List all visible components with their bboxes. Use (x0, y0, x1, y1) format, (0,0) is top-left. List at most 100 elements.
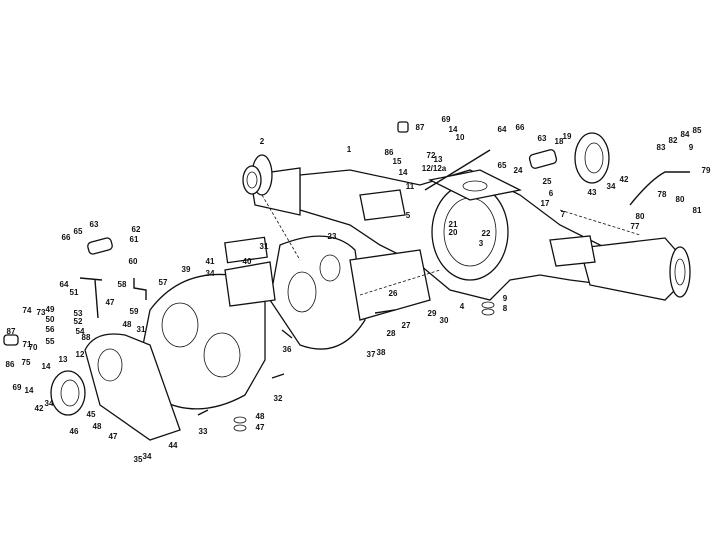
callout-27: 27 (401, 321, 411, 330)
callout-33: 33 (198, 427, 208, 436)
callout-54: 54 (75, 327, 85, 336)
callout-40: 40 (242, 257, 252, 266)
callout-72: 72 (426, 151, 436, 160)
callout-13: 13 (433, 155, 443, 164)
callout-48: 48 (122, 320, 132, 329)
callout-75: 75 (21, 358, 31, 367)
callout-12: 12 (75, 350, 85, 359)
assembly-lines (261, 194, 641, 296)
callout-31: 31 (259, 242, 269, 251)
callout-71: 71 (22, 340, 32, 349)
pipe (629, 171, 690, 206)
callout-86: 86 (5, 360, 15, 369)
callout-55: 55 (45, 337, 55, 346)
callout-19: 19 (562, 132, 572, 141)
callout-12-12a: 12/12a (421, 164, 447, 173)
callout-64: 64 (497, 125, 507, 134)
callout-9: 9 (688, 143, 694, 152)
bracket (133, 278, 147, 300)
callout-25: 25 (542, 177, 552, 186)
callout-20: 20 (448, 228, 458, 237)
callout-46: 46 (69, 427, 79, 436)
callout-86: 86 (384, 148, 394, 157)
callout-79: 79 (701, 166, 711, 175)
ring-gear-cover (574, 132, 610, 184)
callout-32: 32 (273, 394, 283, 403)
callout-38: 38 (376, 348, 386, 357)
callout-5: 5 (405, 211, 411, 220)
callout-14: 14 (24, 386, 34, 395)
callout-47: 47 (255, 423, 265, 432)
callout-88: 88 (81, 333, 91, 342)
callout-83: 83 (656, 143, 666, 152)
seal-ring (242, 165, 262, 195)
callout-42: 42 (34, 404, 44, 413)
callout-84: 84 (680, 130, 690, 139)
callout-81: 81 (692, 206, 702, 215)
callout-36: 36 (282, 345, 292, 354)
callout-87: 87 (415, 123, 425, 132)
callout-44: 44 (168, 441, 178, 450)
flange (50, 370, 86, 416)
callout-34: 34 (606, 182, 616, 191)
callout-64: 64 (59, 280, 69, 289)
shift-lever (79, 277, 103, 319)
callout-43: 43 (587, 188, 597, 197)
callout-73: 73 (36, 308, 46, 317)
callout-48: 48 (255, 412, 265, 421)
callout-60: 60 (128, 257, 138, 266)
callout-21: 21 (448, 220, 458, 229)
callout-48: 48 (92, 422, 102, 431)
callout-65: 65 (73, 227, 83, 236)
small-parts (3, 121, 495, 432)
callout-63: 63 (89, 220, 99, 229)
callout-77: 77 (630, 222, 640, 231)
callout-65: 65 (497, 161, 507, 170)
callout-10: 10 (455, 133, 465, 142)
callout-63: 63 (537, 134, 547, 143)
callout-70: 70 (28, 343, 38, 352)
intermediate-housing (269, 235, 431, 350)
callout-7: 7 (560, 210, 566, 219)
callout-66: 66 (61, 233, 71, 242)
callout-35: 35 (133, 455, 143, 464)
callout-47: 47 (108, 432, 118, 441)
callout-66: 66 (515, 123, 525, 132)
callout-3: 3 (478, 239, 484, 248)
callout-42: 42 (619, 175, 629, 184)
callout-34: 34 (142, 452, 152, 461)
callout-80: 80 (635, 212, 645, 221)
callout-53: 53 (73, 309, 83, 318)
callout-22: 22 (481, 229, 491, 238)
callout-62: 62 (131, 225, 141, 234)
callout-52: 52 (73, 317, 83, 326)
callout-80: 80 (675, 195, 685, 204)
callout-11: 11 (405, 182, 415, 191)
callout-15: 15 (392, 157, 402, 166)
callout-23: 23 (327, 232, 337, 241)
callout-6: 6 (548, 189, 554, 198)
callout-74: 74 (22, 306, 32, 315)
callout-69: 69 (441, 115, 451, 124)
callout-78: 78 (657, 190, 667, 199)
callout-2: 2 (259, 137, 265, 146)
callout-61: 61 (129, 235, 139, 244)
callout-4: 4 (459, 302, 465, 311)
shift-rod (424, 149, 491, 191)
front-case (84, 333, 181, 441)
callout-49: 49 (45, 305, 55, 314)
callout-51: 51 (69, 288, 79, 297)
callout-26: 26 (388, 289, 398, 298)
callout-8: 8 (502, 304, 508, 313)
callout-14: 14 (448, 125, 458, 134)
callout-18: 18 (554, 137, 564, 146)
axle-housing (249, 154, 691, 301)
callout-69: 69 (12, 383, 22, 392)
callout-41: 41 (205, 257, 215, 266)
actuator-left (87, 237, 113, 255)
callout-28: 28 (386, 329, 396, 338)
callout-50: 50 (45, 315, 55, 324)
callout-39: 39 (181, 265, 191, 274)
